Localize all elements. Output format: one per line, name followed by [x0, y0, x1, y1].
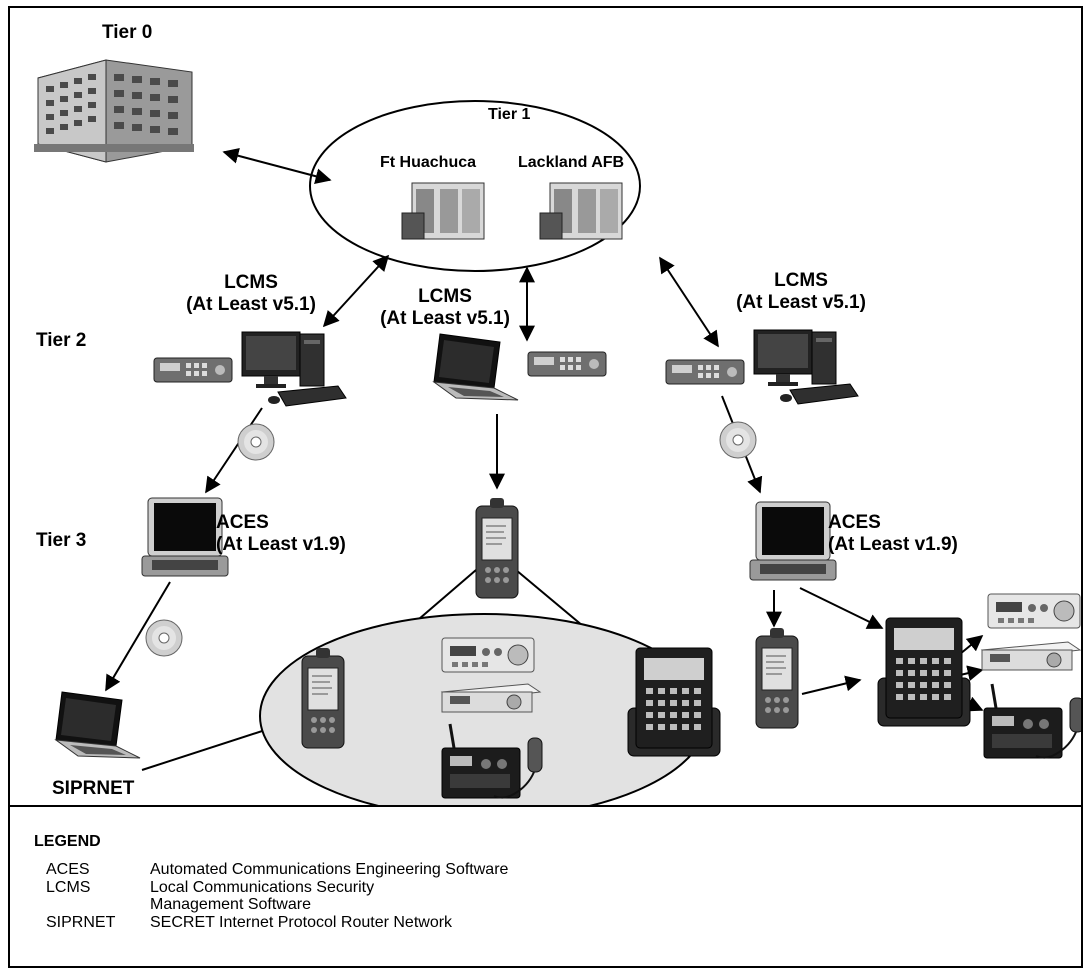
enclave-panel-radio-icon [441, 637, 535, 673]
legend-row-siprnet: SIPRNET SECRET Internet Protocol Router … [34, 914, 794, 934]
aces-left-name: ACES [216, 512, 269, 533]
aces-right-version: (At Least v1.9) [828, 534, 958, 555]
lcms-left-radio-icon [153, 357, 233, 383]
legend-definition: Local Communications Security Management… [150, 879, 375, 913]
right-panel-radio-icon [987, 593, 1081, 629]
diagram-frame: Tier 0 Tier 1 Ft Huachuca Lackland AFB T… [8, 6, 1083, 968]
legend-abbr: LCMS [46, 879, 91, 896]
legend-definition: Automated Communications Engineering Sof… [150, 861, 509, 878]
aces-right-laptop-icon [749, 501, 837, 581]
tier2-label: Tier 2 [36, 330, 87, 351]
lcms-right-radio-icon [665, 359, 745, 385]
lcms-center-label: LCMS (At Least v5.1) [340, 286, 550, 330]
lcms-center-radio-icon [527, 351, 607, 377]
right-rack-unit-icon [981, 641, 1081, 671]
network-diagram [34, 59, 1081, 805]
lcms-right-name: LCMS [774, 270, 828, 291]
tier1-label: Tier 1 [488, 106, 531, 123]
enclave-keypad-device-icon [627, 647, 721, 757]
right-keypad-device-icon [877, 617, 971, 727]
right-manpack-radio-icon [982, 682, 1081, 760]
lcms-right-label: LCMS (At Least v5.1) [696, 270, 906, 314]
cd-left-tier2-icon [237, 423, 275, 461]
legend-row-lcms: LCMS Local Communications Security Manag… [34, 879, 794, 915]
legend-definition: SECRET Internet Protocol Router Network [150, 914, 453, 931]
enclave-handheld-icon [301, 647, 345, 749]
legend-row-aces: ACES Automated Communications Engineerin… [34, 861, 794, 881]
cd-right-tier2-icon [719, 421, 757, 459]
lcms-right-desktop-icon [753, 329, 859, 405]
legend-abbr: ACES [46, 861, 90, 878]
legend-abbr: SIPRNET [46, 914, 116, 931]
ft-huachuca-label: Ft Huachuca [380, 154, 477, 171]
legend-panel: LEGEND ACES Automated Communications Eng… [10, 805, 1081, 970]
cd-left-tier3-icon [145, 619, 183, 657]
aces-right-label: ACES (At Least v1.9) [828, 512, 958, 556]
aces-left-label: ACES (At Least v1.9) [216, 512, 346, 556]
lcms-left-version: (At Least v5.1) [186, 294, 316, 315]
lcms-center-laptop-icon [433, 333, 519, 401]
tier3-label: Tier 3 [36, 530, 87, 551]
lcms-left-name: LCMS [224, 272, 278, 293]
lcms-center-name: LCMS [418, 286, 472, 307]
siprnet-label: SIPRNET [52, 778, 135, 799]
lackland-afb-label: Lackland AFB [518, 154, 625, 171]
aces-left-version: (At Least v1.9) [216, 534, 346, 555]
siprnet-laptop-icon [55, 691, 141, 759]
aces-right-name: ACES [828, 512, 881, 533]
right-handheld-icon [755, 627, 799, 729]
ft-huachuca-server-icon [401, 182, 485, 240]
tier0-label: Tier 0 [102, 22, 153, 43]
lcms-left-desktop-icon [241, 331, 347, 407]
lackland-afb-server-icon [539, 182, 623, 240]
lcms-center-version: (At Least v5.1) [380, 308, 510, 329]
center-handheld-icon [475, 497, 519, 599]
lcms-left-label: LCMS (At Least v5.1) [146, 272, 356, 316]
tier0-building-icon [34, 59, 194, 163]
legend-title: LEGEND [34, 833, 101, 850]
lcms-right-version: (At Least v5.1) [736, 292, 866, 313]
